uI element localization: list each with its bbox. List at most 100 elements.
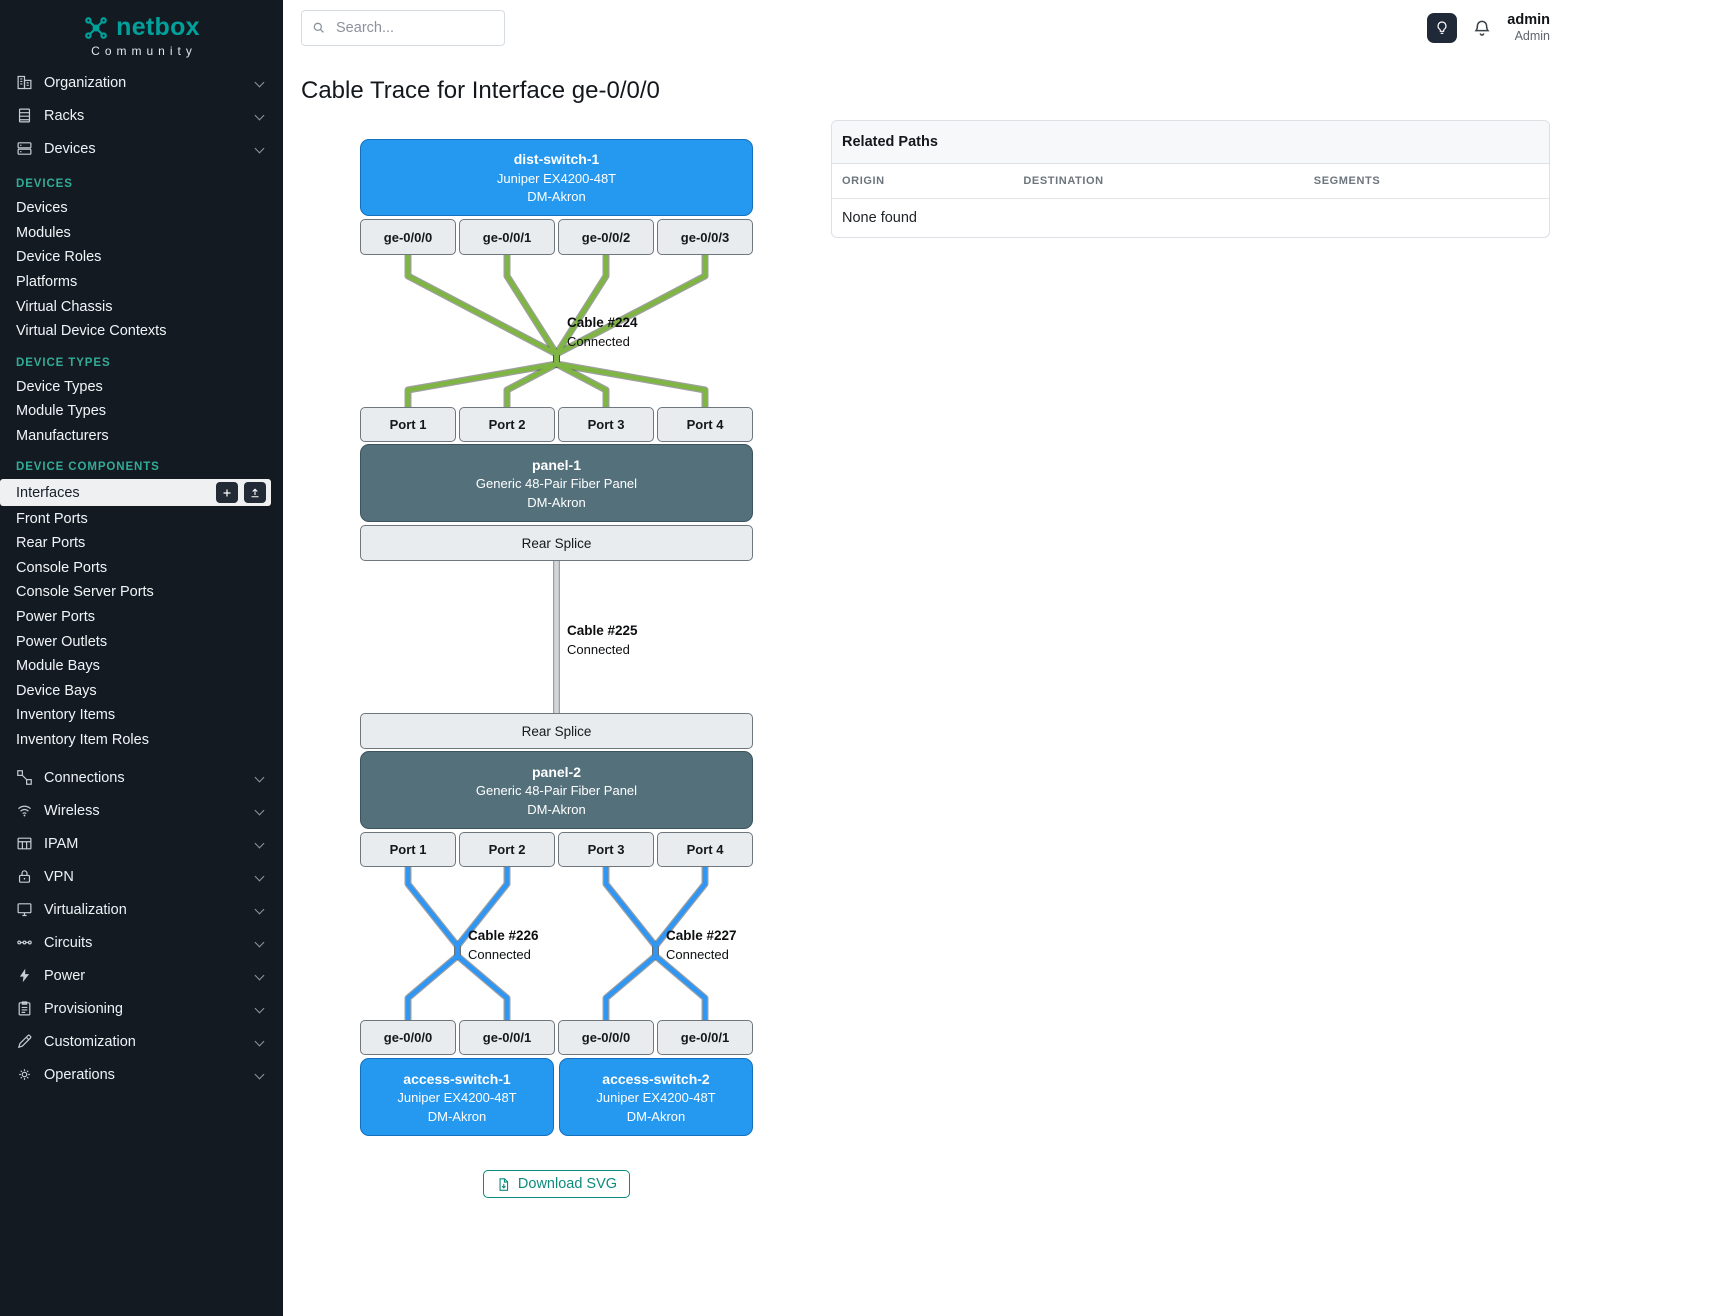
cable-226-label[interactable]: Cable #226 Connected xyxy=(468,928,539,962)
related-paths-table: ORIGIN DESTINATION SEGMENTS None found xyxy=(832,164,1549,237)
dark-mode-toggle-button[interactable] xyxy=(1427,13,1458,43)
section-title-devices: DEVICES xyxy=(16,178,73,190)
interface-port-box[interactable]: ge-0/0/0 xyxy=(360,219,456,255)
front-port-box[interactable]: Port 4 xyxy=(657,832,753,867)
front-port-box[interactable]: Port 3 xyxy=(558,407,654,442)
interface-port-box[interactable]: ge-0/0/2 xyxy=(558,219,654,255)
sidebar-item-rear-ports[interactable]: Rear Ports xyxy=(16,535,86,552)
search-box[interactable] xyxy=(301,10,505,46)
upload-icon xyxy=(251,488,259,498)
user-menu[interactable]: admin Admin xyxy=(1507,12,1550,44)
sidebar-item-interfaces[interactable]: Interfaces xyxy=(0,479,271,507)
empty-state-text: None found xyxy=(842,210,917,226)
building-icon xyxy=(17,75,32,90)
sidebar-item-manufacturers[interactable]: Manufacturers xyxy=(16,428,109,445)
sidebar-group-racks[interactable]: Racks xyxy=(0,99,283,132)
add-interface-button[interactable] xyxy=(216,482,238,504)
search-input[interactable] xyxy=(334,19,494,37)
cable-227-segment[interactable] xyxy=(603,867,658,1020)
sidebar-item-console-ports[interactable]: Console Ports xyxy=(16,559,108,576)
sidebar-item-front-ports[interactable]: Front Ports xyxy=(16,510,88,527)
sidebar-item-platforms[interactable]: Platforms xyxy=(16,274,78,291)
sidebar-item-module-bays[interactable]: Module Bays xyxy=(16,658,100,675)
device-box-panel-1[interactable]: panel-1 Generic 48-Pair Fiber Panel DM-A… xyxy=(360,444,753,522)
cable-227-label[interactable]: Cable #227 Connected xyxy=(666,928,737,962)
cable-225-label[interactable]: Cable #225 Connected xyxy=(567,623,638,657)
sidebar-item-device-bays[interactable]: Device Bays xyxy=(16,682,97,699)
chevron-down-icon xyxy=(254,937,265,948)
sidebar-group-connections[interactable]: Connections xyxy=(0,761,283,794)
sidebar-item-virtual-device-contexts[interactable]: Virtual Device Contexts xyxy=(16,323,167,340)
front-port-box[interactable]: Port 2 xyxy=(459,832,555,867)
cable-227-segment[interactable] xyxy=(653,867,708,1020)
sidebar-group-virtualization[interactable]: Virtualization xyxy=(0,893,283,926)
sidebar-group-power[interactable]: Power xyxy=(0,959,283,992)
sidebar-group-organization[interactable]: Organization xyxy=(0,66,283,99)
sidebar-item-modules[interactable]: Modules xyxy=(16,224,71,241)
interface-port-box[interactable]: ge-0/0/3 xyxy=(657,219,753,255)
chevron-down-icon xyxy=(254,904,265,915)
device-box-access-switch-1[interactable]: access-switch-1 Juniper EX4200-48T DM-Ak… xyxy=(360,1058,554,1136)
chevron-down-icon xyxy=(254,838,265,849)
front-port-box[interactable]: Port 3 xyxy=(558,832,654,867)
device-box-panel-2[interactable]: panel-2 Generic 48-Pair Fiber Panel DM-A… xyxy=(360,751,753,829)
sidebar-item-module-types[interactable]: Module Types xyxy=(16,403,107,420)
sidebar-group-vpn[interactable]: VPN xyxy=(0,860,283,893)
topbar: admin Admin xyxy=(301,0,1550,56)
netbox-logo[interactable]: netbox Community xyxy=(0,0,283,66)
column-header-destination: DESTINATION xyxy=(1013,164,1304,199)
sidebar-group-wireless[interactable]: Wireless xyxy=(0,794,283,827)
front-port-box[interactable]: Port 4 xyxy=(657,407,753,442)
sidebar-group-operations[interactable]: Operations xyxy=(0,1058,283,1091)
rear-splice-bar[interactable]: Rear Splice xyxy=(360,525,753,561)
interface-port-box[interactable]: ge-0/0/1 xyxy=(657,1020,753,1055)
bell-icon xyxy=(1474,20,1490,36)
sidebar-group-devices[interactable]: Devices xyxy=(0,132,283,165)
front-port-box[interactable]: Port 2 xyxy=(459,407,555,442)
front-port-box[interactable]: Port 1 xyxy=(360,407,456,442)
sidebar-item-inventory-items[interactable]: Inventory Items xyxy=(16,707,116,724)
device-box-access-switch-2[interactable]: access-switch-2 Juniper EX4200-48T DM-Ak… xyxy=(559,1058,753,1136)
sidebar-item-power-ports[interactable]: Power Ports xyxy=(16,609,95,626)
cable-lines xyxy=(404,255,709,1020)
gear-icon xyxy=(19,1069,30,1081)
chevron-down-icon xyxy=(254,1069,265,1080)
cable-226-segment[interactable] xyxy=(405,867,460,1020)
import-interfaces-button[interactable] xyxy=(244,482,266,504)
sidebar-group-customization[interactable]: Customization xyxy=(0,1025,283,1058)
interface-port-box[interactable]: ge-0/0/1 xyxy=(459,219,555,255)
related-paths-card: Related Paths ORIGIN DESTINATION SEGMENT… xyxy=(831,120,1550,238)
cable-224-segment[interactable] xyxy=(405,255,559,407)
sidebar-item-inventory-item-roles[interactable]: Inventory Item Roles xyxy=(16,731,149,748)
notifications-button[interactable] xyxy=(1472,18,1492,38)
circuits-icon xyxy=(17,940,32,945)
interface-port-box[interactable]: ge-0/0/0 xyxy=(360,1020,456,1055)
download-svg-button[interactable]: Download SVG xyxy=(482,1170,631,1198)
sidebar-group-ipam[interactable]: IPAM xyxy=(0,827,283,860)
front-port-box[interactable]: Port 1 xyxy=(360,832,456,867)
sidebar-group-circuits[interactable]: Circuits xyxy=(0,926,283,959)
cable-224-label[interactable]: Cable #224 Connected xyxy=(567,315,638,349)
table-row-empty: None found xyxy=(832,199,1549,238)
brand-subtitle: Community xyxy=(91,44,197,58)
connections-icon xyxy=(17,770,32,786)
column-header-segments: SEGMENTS xyxy=(1303,164,1549,199)
pencil-icon xyxy=(17,1034,32,1049)
sidebar-item-device-roles[interactable]: Device Roles xyxy=(16,249,102,266)
cable-224-segment[interactable] xyxy=(554,255,708,407)
device-box-dist-switch-1[interactable]: dist-switch-1 Juniper EX4200-48T DM-Akro… xyxy=(360,139,753,216)
sidebar-item-power-outlets[interactable]: Power Outlets xyxy=(16,633,108,650)
interface-port-box[interactable]: ge-0/0/0 xyxy=(558,1020,654,1055)
interface-port-box[interactable]: ge-0/0/1 xyxy=(459,1020,555,1055)
rear-splice-bar[interactable]: Rear Splice xyxy=(360,713,753,749)
column-header-origin: ORIGIN xyxy=(832,164,1014,199)
sidebar-group-provisioning[interactable]: Provisioning xyxy=(0,992,283,1025)
sidebar-item-device-types[interactable]: Device Types xyxy=(16,378,103,395)
cable-226-segment[interactable] xyxy=(455,867,510,1020)
sidebar-item-virtual-chassis[interactable]: Virtual Chassis xyxy=(16,298,113,315)
chevron-down-icon xyxy=(254,110,265,121)
sidebar-item-console-server-ports[interactable]: Console Server Ports xyxy=(16,584,154,601)
sidebar-item-devices[interactable]: Devices xyxy=(16,200,68,217)
chevron-down-icon xyxy=(254,805,265,816)
monitor-icon xyxy=(17,903,32,917)
